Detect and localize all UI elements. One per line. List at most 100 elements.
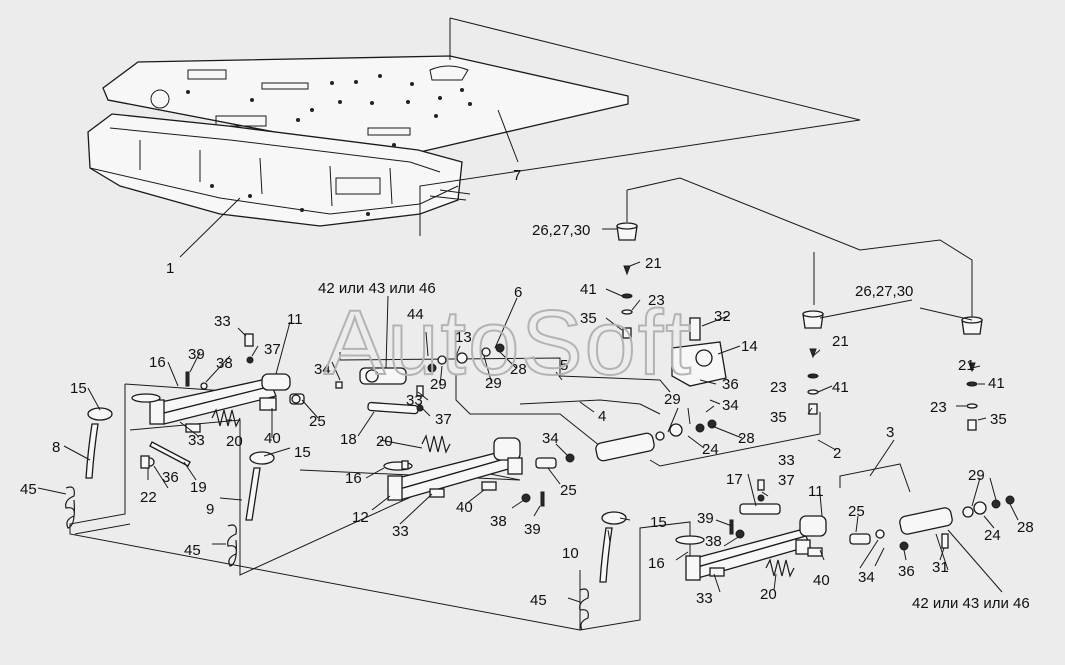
- callout: 20: [760, 586, 777, 603]
- callout: 29: [968, 467, 985, 484]
- callout: 36: [722, 376, 739, 393]
- callout: 24: [984, 527, 1001, 544]
- callout: 2: [833, 445, 841, 462]
- callout: 20: [226, 433, 243, 450]
- callout: 25: [560, 482, 577, 499]
- callout: 38: [490, 513, 507, 530]
- callout: 1: [166, 260, 174, 277]
- callout: 33: [406, 392, 423, 409]
- callout: 5: [560, 357, 568, 374]
- callout: 16: [345, 470, 362, 487]
- callout: 35: [770, 409, 787, 426]
- callout: 21: [832, 333, 849, 350]
- callout: 40: [264, 430, 281, 447]
- pedal-10: [599, 511, 627, 583]
- callout: 22: [140, 489, 157, 506]
- pedal-lever-middle: [383, 437, 523, 501]
- callout: 35: [990, 411, 1007, 428]
- callout: 19: [190, 479, 207, 496]
- boot-45-right: [579, 588, 589, 631]
- master-cylinder-left: [359, 343, 505, 385]
- callout: 32: [714, 308, 731, 325]
- callout: 24: [702, 441, 719, 458]
- callout: 10: [562, 545, 579, 562]
- callout: 15: [650, 514, 667, 531]
- callout: 26,27,30: [855, 283, 913, 300]
- leader-lines: [37, 109, 1019, 603]
- pedal-9: [245, 451, 275, 521]
- callout: 16: [648, 555, 665, 572]
- callout: 45: [184, 542, 201, 559]
- reservoir-upper: [616, 222, 638, 241]
- callout: 39: [524, 521, 541, 538]
- callout: 23: [770, 379, 787, 396]
- callout: 6: [514, 284, 522, 301]
- callout: 25: [309, 413, 326, 430]
- valve-block-14: [671, 317, 727, 387]
- callout: 38: [216, 355, 233, 372]
- callout: 29: [430, 376, 447, 393]
- callout: 28: [510, 361, 527, 378]
- callout-labels: 1 7 26,27,30 26,27,30 21 41 23 35 32 14 …: [20, 167, 1034, 612]
- callout: 23: [648, 292, 665, 309]
- callout: 34: [722, 397, 739, 414]
- callout: 7: [513, 167, 521, 184]
- callout: 12: [352, 509, 369, 526]
- pedal-lever-left: [131, 373, 305, 425]
- callout: 33: [696, 590, 713, 607]
- callout: 9: [206, 501, 214, 518]
- callout: 26,27,30: [532, 222, 590, 239]
- callout: 33: [188, 432, 205, 449]
- callout: 33: [392, 523, 409, 540]
- callout: 17: [726, 471, 743, 488]
- callout: 44: [407, 306, 424, 323]
- callout: 3: [886, 424, 894, 441]
- callout: 15: [70, 380, 87, 397]
- frame-1: [87, 113, 471, 227]
- callout: 42 или 43 или 46: [318, 280, 436, 297]
- callout: 39: [697, 510, 714, 527]
- callout: 21: [645, 255, 662, 272]
- callout: 33: [214, 313, 231, 330]
- callout: 38: [705, 533, 722, 550]
- callout: 39: [188, 346, 205, 363]
- callout: 45: [530, 592, 547, 609]
- callout: 8: [52, 439, 60, 456]
- callout: 21: [958, 357, 975, 374]
- callout: 33: [778, 452, 795, 469]
- callout: 41: [988, 375, 1005, 392]
- callout: 34: [542, 430, 559, 447]
- return-springs: [211, 408, 795, 578]
- callout: 37: [435, 411, 452, 428]
- callout: 36: [162, 469, 179, 486]
- callout: 31: [932, 559, 949, 576]
- lever-19: [145, 441, 191, 467]
- callout: 20: [376, 433, 393, 450]
- callout: 42 или 43 или 46: [912, 595, 1030, 612]
- callout: 40: [813, 572, 830, 589]
- reservoir-right-a: [802, 310, 824, 329]
- callout: 40: [456, 499, 473, 516]
- callout: 41: [580, 281, 597, 298]
- callout: 16: [149, 354, 166, 371]
- callout: 45: [20, 481, 37, 498]
- callout: 4: [598, 408, 606, 425]
- callout: 11: [808, 483, 824, 500]
- boot-45-middle: [227, 524, 237, 567]
- callout: 41: [832, 379, 849, 396]
- master-cylinder-center: [535, 419, 717, 469]
- callout: 28: [738, 430, 755, 447]
- brake-pipes: [339, 352, 911, 493]
- callout: 23: [930, 399, 947, 416]
- callout: 29: [664, 391, 681, 408]
- watermark: AutoSoft: [324, 292, 693, 394]
- callout: 15: [294, 444, 311, 461]
- callout: 34: [858, 569, 875, 586]
- callout: 35: [580, 310, 597, 327]
- callout: 37: [264, 341, 281, 358]
- callout: 18: [340, 431, 357, 448]
- callout: 13: [455, 329, 472, 346]
- callout: 37: [778, 472, 795, 489]
